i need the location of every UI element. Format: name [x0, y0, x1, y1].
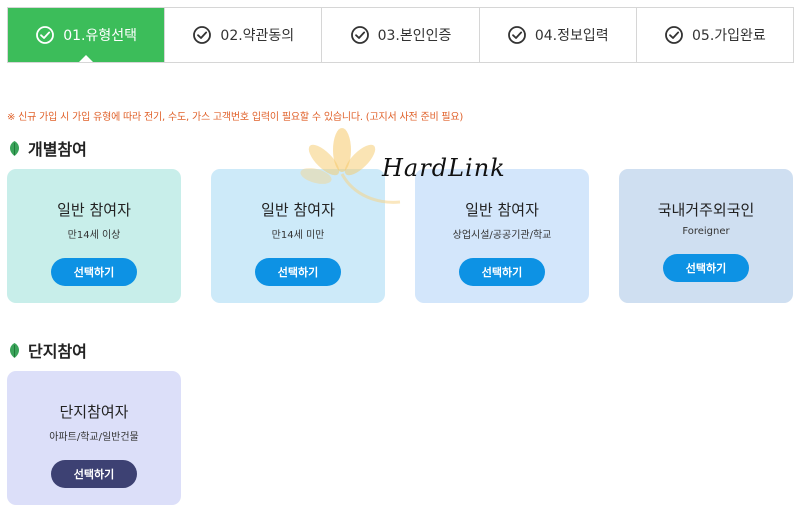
select-button[interactable]: 선택하기 [51, 460, 137, 488]
card-subtitle: 아파트/학교/일반건물 [49, 432, 139, 443]
select-button[interactable]: 선택하기 [255, 258, 341, 286]
complex-card-list: 단지참여자 아파트/학교/일반건물 선택하기 [7, 371, 181, 505]
step-label: 03.본인인증 [377, 28, 452, 44]
individual-card-list: 일반 참여자 만14세 이상 선택하기 일반 참여자 만14세 미만 선택하기 … [7, 169, 793, 303]
card-general-over14: 일반 참여자 만14세 이상 선택하기 [7, 169, 181, 303]
section-title-individual: 개별참여 [7, 136, 87, 160]
check-circle-icon [507, 26, 526, 44]
step-label: 02.약관동의 [220, 28, 295, 44]
card-foreign-resident: 국내거주외국인 Foreigner 선택하기 [619, 169, 793, 303]
card-title: 일반 참여자 [261, 201, 335, 219]
card-general-commercial: 일반 참여자 상업시설/공공기관/학교 선택하기 [415, 169, 589, 303]
select-button[interactable]: 선택하기 [663, 254, 749, 282]
card-subtitle: 만14세 미만 [271, 230, 325, 241]
check-circle-icon [193, 26, 212, 44]
check-circle-icon [350, 26, 369, 44]
card-title: 일반 참여자 [465, 201, 539, 219]
leaf-icon [9, 342, 20, 358]
step-label: 01.유형선택 [63, 28, 137, 44]
card-title: 국내거주외국인 [657, 201, 755, 219]
step-3-verification: 03.본인인증 [321, 8, 478, 62]
step-1-type-select: 01.유형선택 [8, 8, 165, 62]
customer-number-notice: ※ 신규 가입 시 가입 유형에 따라 전기, 수도, 가스 고객번호 입력이 … [7, 112, 464, 123]
step-2-terms: 02.약관동의 [164, 8, 321, 62]
card-subtitle: 상업시설/공공기관/학교 [452, 230, 552, 241]
leaf-icon [9, 140, 20, 156]
select-button[interactable]: 선택하기 [459, 258, 545, 286]
card-subtitle: Foreigner [682, 226, 730, 237]
step-label: 05.가입완료 [692, 28, 766, 44]
section-title-complex: 단지참여 [7, 338, 87, 362]
card-subtitle: 만14세 이상 [67, 230, 121, 241]
step-label: 04.정보입력 [534, 28, 609, 44]
step-4-info-input: 04.정보입력 [478, 8, 636, 62]
check-circle-icon [665, 26, 683, 44]
card-title: 단지참여자 [59, 403, 129, 421]
card-complex-participant: 단지참여자 아파트/학교/일반건물 선택하기 [7, 371, 181, 505]
select-button[interactable]: 선택하기 [51, 258, 137, 286]
section-title-text: 개별참여 [28, 140, 87, 159]
check-circle-icon [36, 26, 55, 44]
card-title: 일반 참여자 [57, 201, 131, 219]
step-progress-bar: 01.유형선택 02.약관동의 03.본인인증 04.정보입력 05.가입완료 [7, 7, 794, 63]
card-general-under14: 일반 참여자 만14세 미만 선택하기 [211, 169, 385, 303]
step-5-complete: 05.가입완료 [635, 8, 793, 62]
section-title-text: 단지참여 [28, 342, 87, 361]
